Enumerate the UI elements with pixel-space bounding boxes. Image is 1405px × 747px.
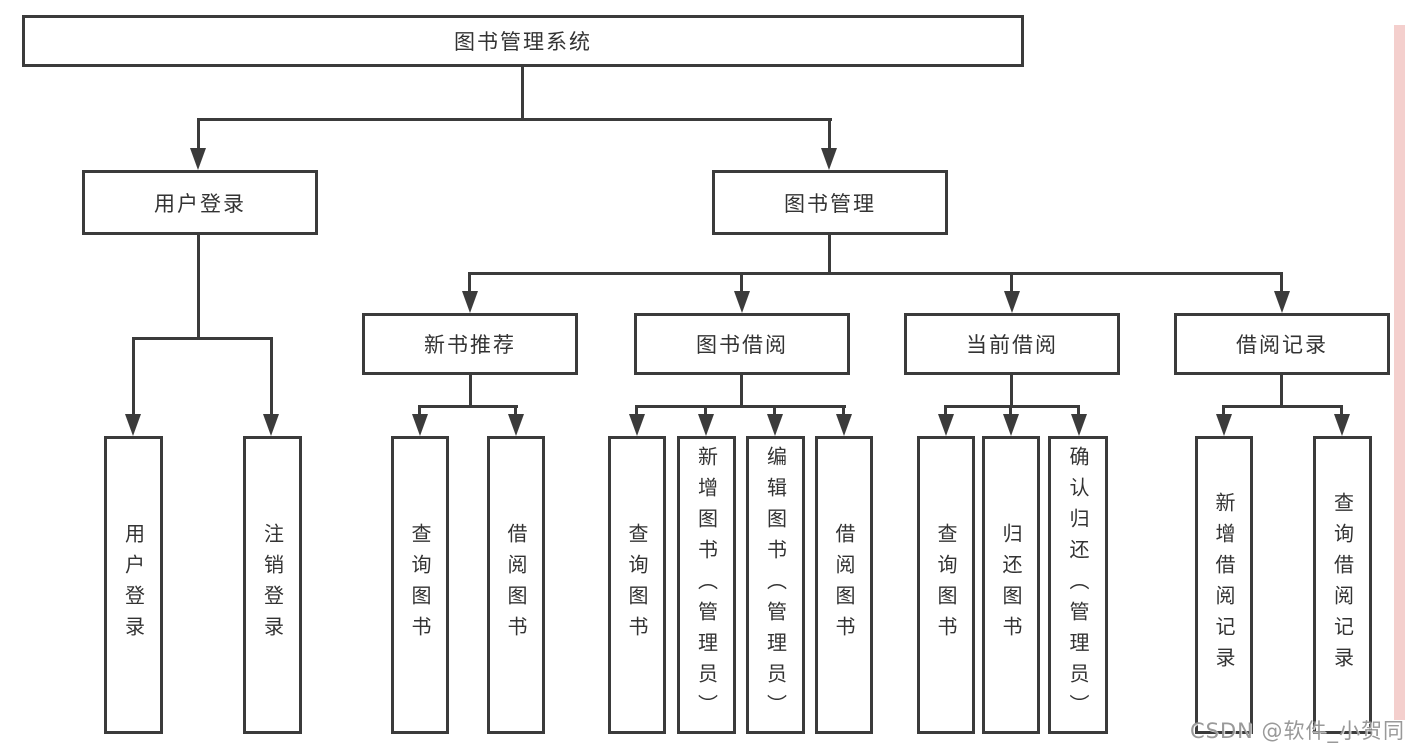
arrow-down-icon bbox=[1334, 414, 1350, 436]
arrow-down-icon bbox=[938, 414, 954, 436]
leaf-borrow-borrow-books: 借阅图书 bbox=[815, 436, 873, 734]
connector-line bbox=[842, 405, 845, 416]
leaf-logout: 注销登录 bbox=[243, 436, 302, 734]
leaf-user-login: 用户登录 bbox=[104, 436, 163, 734]
arrow-down-icon bbox=[125, 414, 141, 436]
arrow-down-icon bbox=[263, 414, 279, 436]
connector-line bbox=[468, 272, 471, 293]
connector-line bbox=[635, 405, 638, 416]
connector-line bbox=[419, 405, 518, 408]
arrow-down-icon bbox=[1274, 291, 1290, 313]
node-new-book-recommend: 新书推荐 bbox=[362, 313, 578, 375]
node-label: 当前借阅 bbox=[966, 333, 1058, 357]
leaf-borrow-add-books-admin: 新增图书（管理员） bbox=[677, 436, 736, 734]
leaf-label: 查询图书 bbox=[408, 523, 432, 647]
connector-line bbox=[1280, 375, 1283, 408]
arrow-down-icon bbox=[734, 291, 750, 313]
right-edge-strip bbox=[1394, 25, 1405, 720]
leaf-label: 查询图书 bbox=[934, 523, 958, 647]
connector-line bbox=[1010, 375, 1013, 408]
leaf-label: 查询图书 bbox=[625, 523, 649, 647]
node-label: 图书管理 bbox=[784, 191, 876, 216]
node-label: 图书管理系统 bbox=[454, 30, 592, 54]
csdn-watermark: CSDN @软件_小贺同学 bbox=[1190, 719, 1405, 743]
arrow-down-icon bbox=[190, 148, 206, 170]
connector-line bbox=[1077, 405, 1080, 416]
connector-line bbox=[1222, 405, 1225, 416]
connector-line bbox=[773, 405, 776, 416]
node-book-borrow: 图书借阅 bbox=[634, 313, 850, 375]
arrow-down-icon bbox=[462, 291, 478, 313]
connector-line bbox=[1340, 405, 1343, 416]
arrow-down-icon bbox=[836, 414, 852, 436]
arrow-down-icon bbox=[508, 414, 524, 436]
connector-line bbox=[828, 118, 831, 150]
connector-line bbox=[198, 118, 832, 121]
leaf-label: 归还图书 bbox=[999, 523, 1023, 647]
leaf-borrow-query-books: 查询图书 bbox=[608, 436, 666, 734]
leaf-label: 注销登录 bbox=[260, 523, 285, 647]
connector-line bbox=[132, 337, 135, 414]
leaf-label: 查询借阅记录 bbox=[1330, 492, 1355, 678]
leaf-records-add-record: 新增借阅记录 bbox=[1195, 436, 1253, 734]
node-label: 图书借阅 bbox=[696, 333, 788, 357]
leaf-current-query-books: 查询图书 bbox=[917, 436, 975, 734]
arrow-down-icon bbox=[1003, 414, 1019, 436]
connector-line bbox=[270, 337, 273, 414]
node-label: 用户登录 bbox=[154, 191, 246, 216]
connector-line bbox=[944, 405, 947, 416]
connector-line bbox=[636, 405, 846, 408]
connector-line bbox=[197, 235, 200, 340]
connector-line bbox=[521, 67, 524, 121]
leaf-current-return-books: 归还图书 bbox=[982, 436, 1040, 734]
arrow-down-icon bbox=[821, 148, 837, 170]
arrow-down-icon bbox=[767, 414, 783, 436]
leaf-label: 确认归还（管理员） bbox=[1066, 445, 1090, 725]
leaf-borrow-edit-books-admin: 编辑图书（管理员） bbox=[746, 436, 805, 734]
node-library-system: 图书管理系统 bbox=[22, 15, 1024, 67]
connector-line bbox=[1280, 272, 1283, 293]
node-borrow-records: 借阅记录 bbox=[1174, 313, 1390, 375]
leaf-current-confirm-return-admin: 确认归还（管理员） bbox=[1048, 436, 1108, 734]
leaf-label: 借阅图书 bbox=[504, 523, 528, 647]
connector-line bbox=[740, 272, 743, 293]
arrow-down-icon bbox=[1071, 414, 1087, 436]
connector-line bbox=[1223, 405, 1343, 408]
arrow-down-icon bbox=[412, 414, 428, 436]
leaf-label: 借阅图书 bbox=[832, 523, 856, 647]
node-book-manage: 图书管理 bbox=[712, 170, 948, 235]
arrow-down-icon bbox=[698, 414, 714, 436]
leaf-newbook-query-books: 查询图书 bbox=[391, 436, 449, 734]
connector-line bbox=[197, 118, 200, 150]
connector-line bbox=[514, 405, 517, 416]
arrow-down-icon bbox=[1004, 291, 1020, 313]
connector-line bbox=[132, 337, 273, 340]
arrow-down-icon bbox=[629, 414, 645, 436]
connector-line bbox=[828, 235, 831, 275]
connector-line bbox=[469, 375, 472, 408]
node-current-borrow: 当前借阅 bbox=[904, 313, 1120, 375]
leaf-label: 用户登录 bbox=[121, 523, 146, 647]
connector-line bbox=[1010, 272, 1013, 293]
connector-line bbox=[945, 405, 1080, 408]
connector-line bbox=[704, 405, 707, 416]
leaf-label: 编辑图书（管理员） bbox=[763, 445, 788, 725]
connector-line bbox=[1009, 405, 1012, 416]
connector-line bbox=[418, 405, 421, 416]
connector-line bbox=[740, 375, 743, 408]
leaf-label: 新增借阅记录 bbox=[1212, 492, 1236, 678]
connector-line bbox=[469, 272, 1283, 275]
leaf-records-query-record: 查询借阅记录 bbox=[1313, 436, 1372, 734]
node-user-login: 用户登录 bbox=[82, 170, 318, 235]
node-label: 新书推荐 bbox=[424, 333, 516, 357]
node-label: 借阅记录 bbox=[1236, 333, 1328, 357]
arrow-down-icon bbox=[1216, 414, 1232, 436]
leaf-newbook-borrow-books: 借阅图书 bbox=[487, 436, 545, 734]
leaf-label: 新增图书（管理员） bbox=[694, 445, 719, 725]
